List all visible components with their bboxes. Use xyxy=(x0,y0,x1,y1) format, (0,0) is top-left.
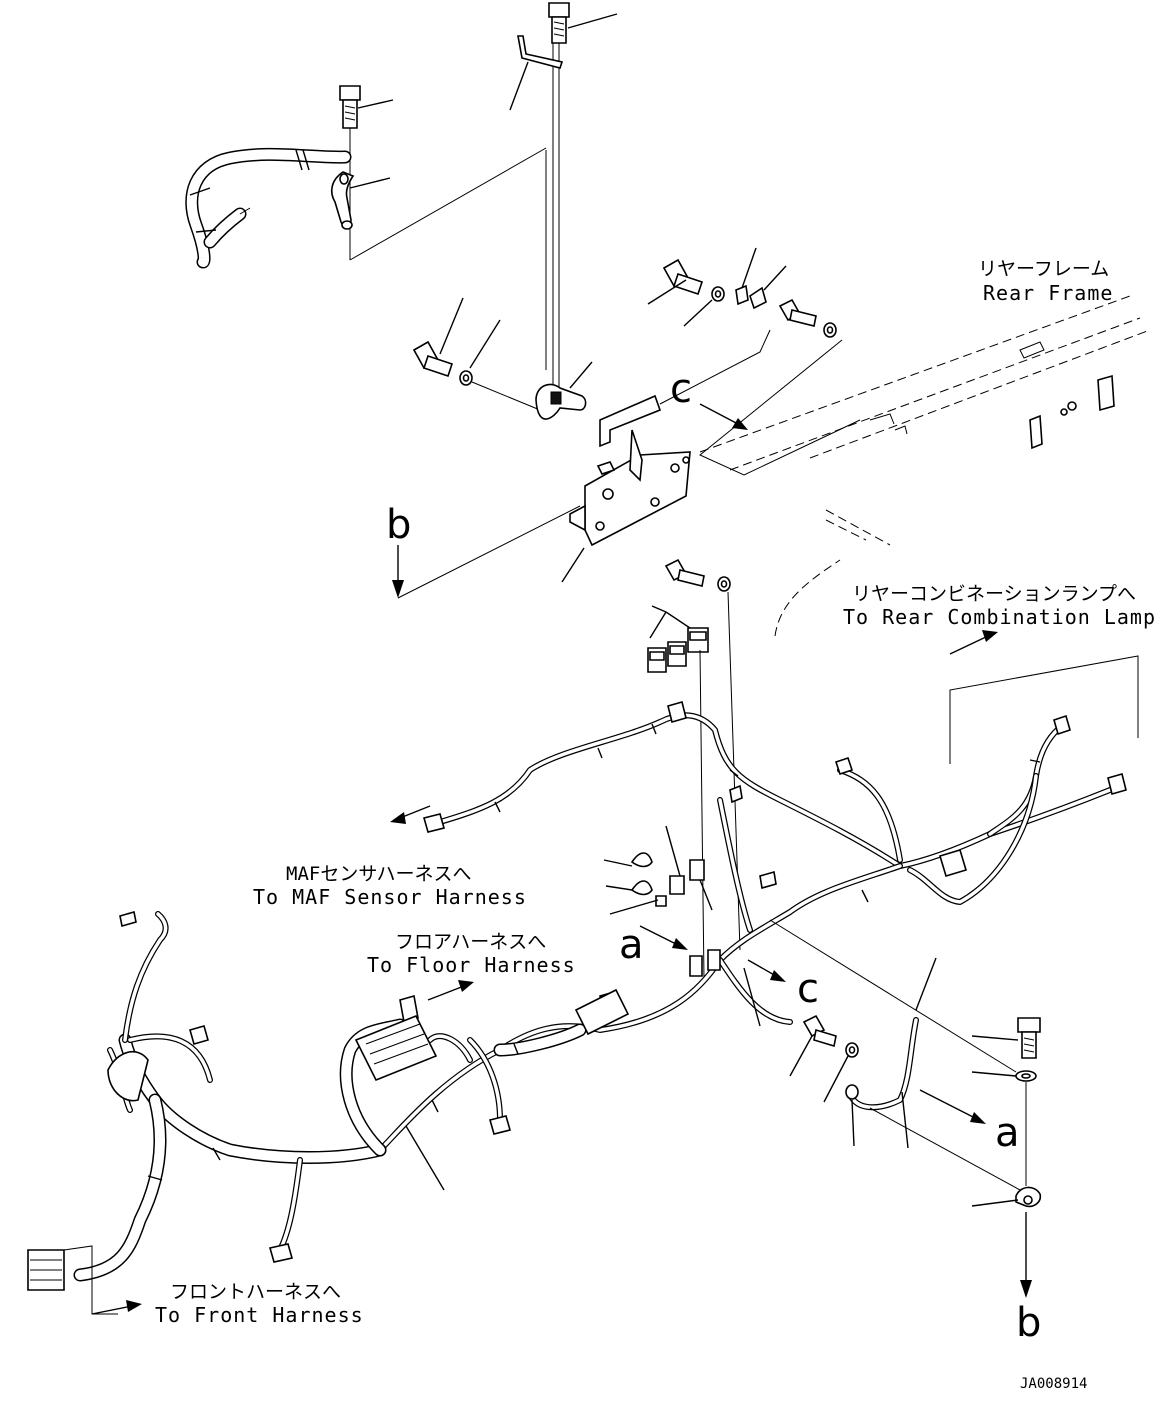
harness-leader xyxy=(405,1125,445,1191)
drawing-code: JA008914 xyxy=(1020,1376,1087,1392)
c-arrow-mid: c xyxy=(743,959,819,1027)
rear-combination-lamp-jp: リヤーコンビネーションランプへ xyxy=(852,583,1136,605)
rear-frame-jp: リヤーフレーム xyxy=(978,258,1109,280)
front-harness-label: フロントハーネスへ To Front Harness xyxy=(63,1245,364,1327)
b-arrow-left: b xyxy=(386,502,581,599)
top-clip xyxy=(509,35,564,111)
ref-letter-b-left: b xyxy=(386,502,411,548)
p-clamp xyxy=(535,361,593,420)
maf-sensor-en: To MAF Sensor Harness xyxy=(253,885,527,909)
corrugated-hose xyxy=(185,147,352,269)
top-bolt xyxy=(548,2,618,390)
floor-harness-label: フロアハーネスへ To Floor Harness xyxy=(367,931,576,1001)
maf-sensor-jp: MAFセンサハーネスへ xyxy=(286,863,472,885)
harness-branches-left xyxy=(107,911,503,1253)
ref-letter-a-right: a xyxy=(995,1110,1020,1156)
left-bolt xyxy=(339,85,394,260)
rear-frame-label: リヤーフレーム Rear Frame xyxy=(978,258,1113,305)
ref-letter-b-bottom: b xyxy=(1016,1300,1041,1346)
bottom-right-bolt: b xyxy=(971,1017,1041,1346)
harness-connectors xyxy=(27,701,1127,1291)
ground-cable xyxy=(330,171,391,230)
bracket-bolt-left xyxy=(412,297,541,411)
front-harness-jp: フロントハーネスへ xyxy=(170,1281,341,1303)
top-middle-bolt xyxy=(664,558,741,981)
rear-combination-lamp-label: リヤーコンビネーションランプへ To Rear Combination Lamp xyxy=(843,583,1156,764)
bracket-bolt-far xyxy=(659,298,861,476)
c-arrow-top: c xyxy=(670,366,748,430)
ref-letter-c-mid: c xyxy=(797,966,819,1012)
mounting-bracket xyxy=(561,394,691,583)
ref-letter-c-top: c xyxy=(670,366,692,412)
loose-clips xyxy=(603,825,713,915)
floor-harness-jp: フロアハーネスへ xyxy=(395,931,546,953)
floor-harness-en: To Floor Harness xyxy=(367,953,576,977)
a-arrow-mid: a xyxy=(619,922,688,968)
rear-combination-lamp-en: To Rear Combination Lamp xyxy=(843,605,1156,629)
ground-strap-assembly: a xyxy=(769,919,1021,1191)
main-harness xyxy=(377,712,1113,1153)
front-harness-en: To Front Harness xyxy=(155,1303,364,1327)
tape-bands xyxy=(147,723,1041,1181)
assembly-line-1 xyxy=(349,147,547,261)
bracket-bolt-right xyxy=(647,258,725,327)
main-harness-thick xyxy=(73,1018,587,1282)
rear-frame-en: Rear Frame xyxy=(983,281,1113,305)
rear-frame xyxy=(699,295,1151,637)
connector-group xyxy=(647,605,709,673)
bracket-clips xyxy=(735,247,787,310)
maf-sensor-label: MAFセンサハーネスへ To MAF Sensor Harness xyxy=(253,805,527,909)
ref-letter-a-mid: a xyxy=(619,922,644,968)
